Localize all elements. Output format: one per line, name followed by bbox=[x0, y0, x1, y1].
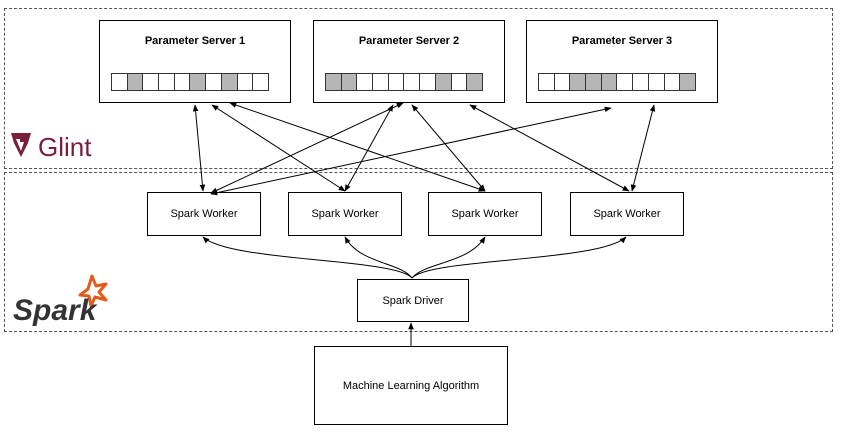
parameter-cell bbox=[434, 73, 452, 91]
parameter-cell bbox=[663, 73, 681, 91]
ml-algorithm: Machine Learning Algorithm bbox=[314, 346, 508, 425]
spark-worker-label: Spark Worker bbox=[593, 208, 661, 220]
parameter-cell bbox=[632, 73, 649, 91]
parameter-cell bbox=[252, 73, 269, 91]
parameter-cell bbox=[616, 73, 634, 91]
parameter-vector bbox=[111, 73, 269, 91]
parameter-cell bbox=[372, 73, 389, 91]
spark-worker-1: Spark Worker bbox=[147, 192, 261, 236]
parameter-cell bbox=[111, 73, 128, 91]
parameter-cell bbox=[126, 73, 144, 91]
parameter-cell bbox=[600, 73, 618, 91]
parameter-cell bbox=[205, 73, 222, 91]
parameter-cell bbox=[403, 73, 421, 91]
parameter-cell bbox=[466, 73, 483, 91]
spark-worker-3: Spark Worker bbox=[428, 192, 542, 236]
parameter-vector bbox=[538, 73, 696, 91]
parameter-cell bbox=[173, 73, 191, 91]
spark-driver: Spark Driver bbox=[357, 279, 469, 322]
parameter-server-title: Parameter Server 1 bbox=[144, 35, 246, 47]
parameter-cell bbox=[340, 73, 358, 91]
parameter-cell bbox=[419, 73, 436, 91]
parameter-server-title: Parameter Server 3 bbox=[571, 35, 673, 47]
spark-worker-label: Spark Worker bbox=[311, 208, 379, 220]
parameter-cell bbox=[647, 73, 665, 91]
parameter-cell bbox=[158, 73, 175, 91]
parameter-cell bbox=[679, 73, 696, 91]
parameter-cell bbox=[325, 73, 342, 91]
parameter-server-title: Parameter Server 2 bbox=[358, 35, 460, 47]
parameter-cell bbox=[538, 73, 555, 91]
parameter-cell bbox=[450, 73, 468, 91]
spark-worker-2: Spark Worker bbox=[288, 192, 402, 236]
parameter-cell bbox=[387, 73, 405, 91]
spark-worker-4: Spark Worker bbox=[570, 192, 684, 236]
ml-algorithm-label: Machine Learning Algorithm bbox=[342, 379, 480, 392]
parameter-cell bbox=[236, 73, 254, 91]
parameter-server-3: Parameter Server 3 bbox=[526, 20, 718, 103]
parameter-cell bbox=[356, 73, 374, 91]
spark-worker-label: Spark Worker bbox=[170, 208, 238, 220]
parameter-cell bbox=[553, 73, 571, 91]
parameter-server-1: Parameter Server 1 bbox=[99, 20, 291, 103]
parameter-cell bbox=[189, 73, 207, 91]
parameter-cell bbox=[220, 73, 238, 91]
spark-worker-label: Spark Worker bbox=[451, 208, 519, 220]
parameter-cell bbox=[569, 73, 587, 91]
spark-driver-label: Spark Driver bbox=[382, 294, 444, 307]
parameter-server-2: Parameter Server 2 bbox=[313, 20, 505, 103]
parameter-vector bbox=[325, 73, 483, 91]
parameter-cell bbox=[142, 73, 160, 91]
parameter-cell bbox=[585, 73, 602, 91]
